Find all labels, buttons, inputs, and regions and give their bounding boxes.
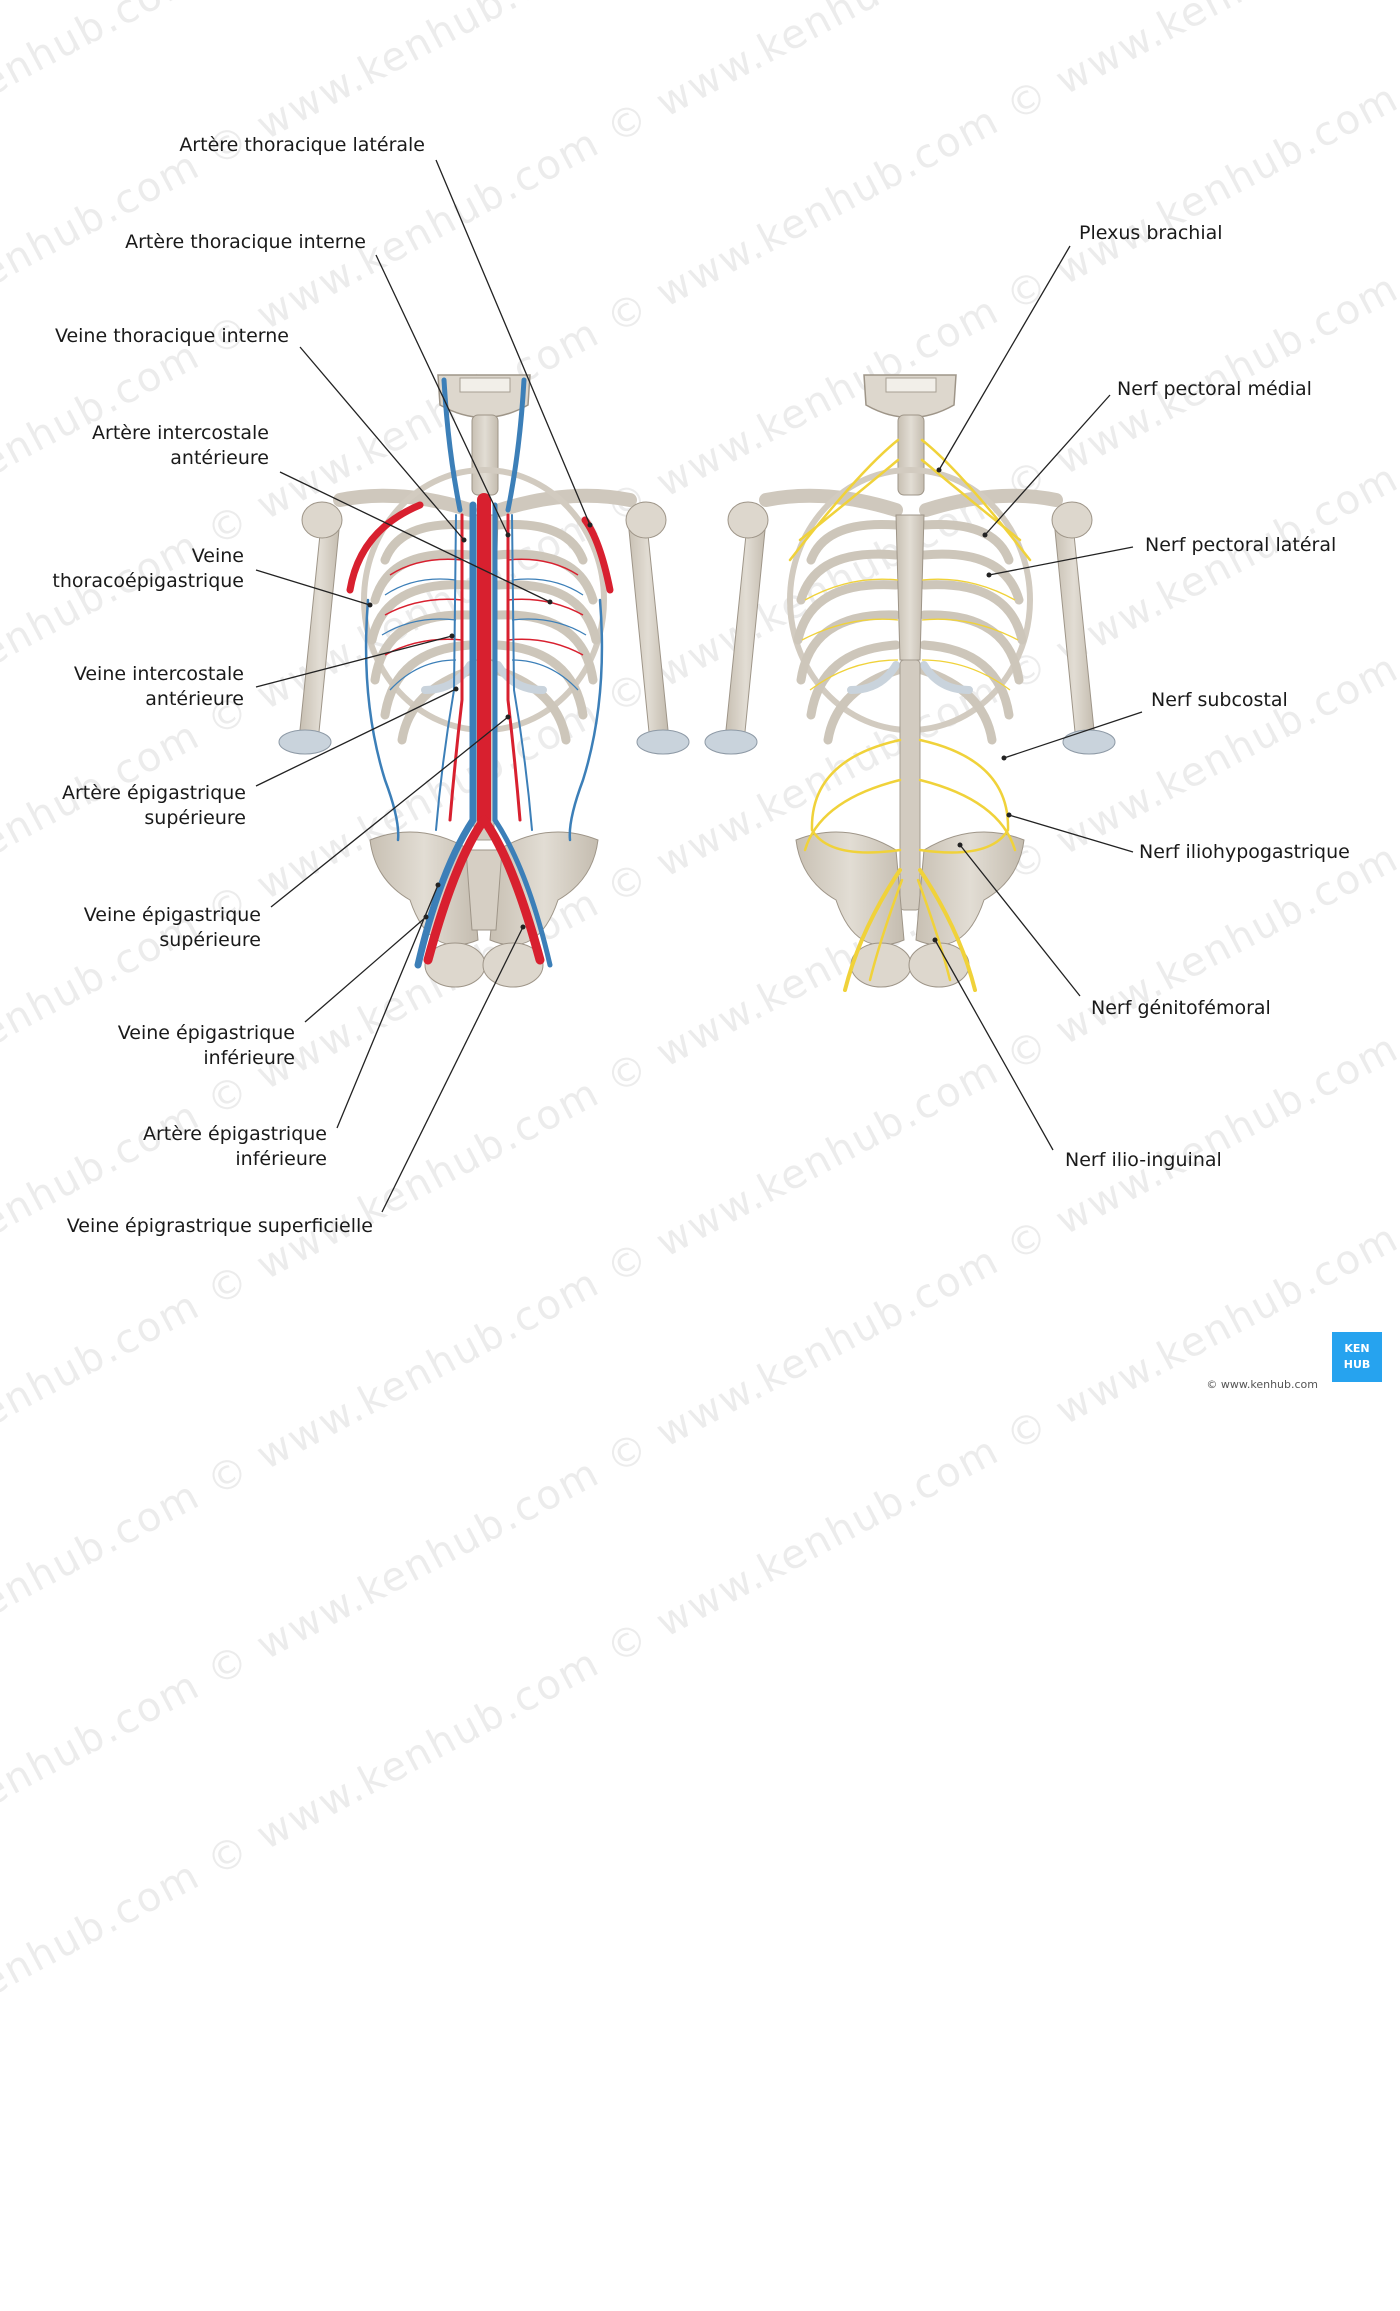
- label-plexus-brachialis: Plexus brachial: [1079, 222, 1223, 244]
- label-vena-epigastrica-superficialis: Veine épigrastrique superficielle: [66, 1215, 373, 1237]
- leader-lines-right: [934, 245, 1143, 1151]
- label-nervus-ilioinguinalis: Nerf ilio-inguinal: [1065, 1149, 1222, 1171]
- copyright-text: © www.kenhub.com: [1206, 1378, 1318, 1391]
- left-skeleton: [278, 374, 690, 988]
- label-nervus-genitofemoralis: Nerf génitofémoral: [1091, 997, 1271, 1019]
- label-nervus-iliohypogastricus: Nerf iliohypogastrique: [1139, 841, 1350, 863]
- label-vena-intercostalis-anterior: Veine intercostale antérieure: [73, 663, 244, 710]
- label-arteria-thoracica-lateralis: Artère thoracique latérale: [179, 134, 425, 156]
- kenhub-logo: KEN HUB: [1332, 1332, 1382, 1382]
- label-nervus-pectoralis-medialis: Nerf pectoral médial: [1117, 378, 1312, 400]
- label-arteria-intercostalis-anterior: Artère intercostale antérieure: [92, 422, 269, 469]
- leader-lines-left: [255, 159, 591, 1213]
- label-vena-thoracica-interna: Veine thoracique interne: [54, 325, 289, 347]
- leader-dots-right: [932, 467, 1012, 943]
- label-arteria-epigastrica-superior: Artère épigastrique supérieure: [61, 782, 246, 829]
- label-vena-epigastrica-superior: Veine épigastrique supérieure: [83, 904, 261, 951]
- label-vena-thoracoepigastrica: Veine thoracoépigastrique: [52, 545, 244, 592]
- right-skeleton: [704, 374, 1116, 992]
- label-arteria-thoracica-interna: Artère thoracique interne: [125, 231, 366, 253]
- label-nervus-pectoralis-lateralis: Nerf pectoral latéral: [1145, 534, 1337, 556]
- label-nervus-subcostalis: Nerf subcostal: [1151, 689, 1288, 711]
- anatomy-illustration: [255, 159, 1143, 1213]
- label-arteria-epigastrica-inferior: Artère épigastrique inférieure: [142, 1123, 327, 1170]
- leader-dots-left: [367, 522, 593, 930]
- label-vena-epigastrica-inferior: Veine épigastrique inférieure: [117, 1022, 295, 1069]
